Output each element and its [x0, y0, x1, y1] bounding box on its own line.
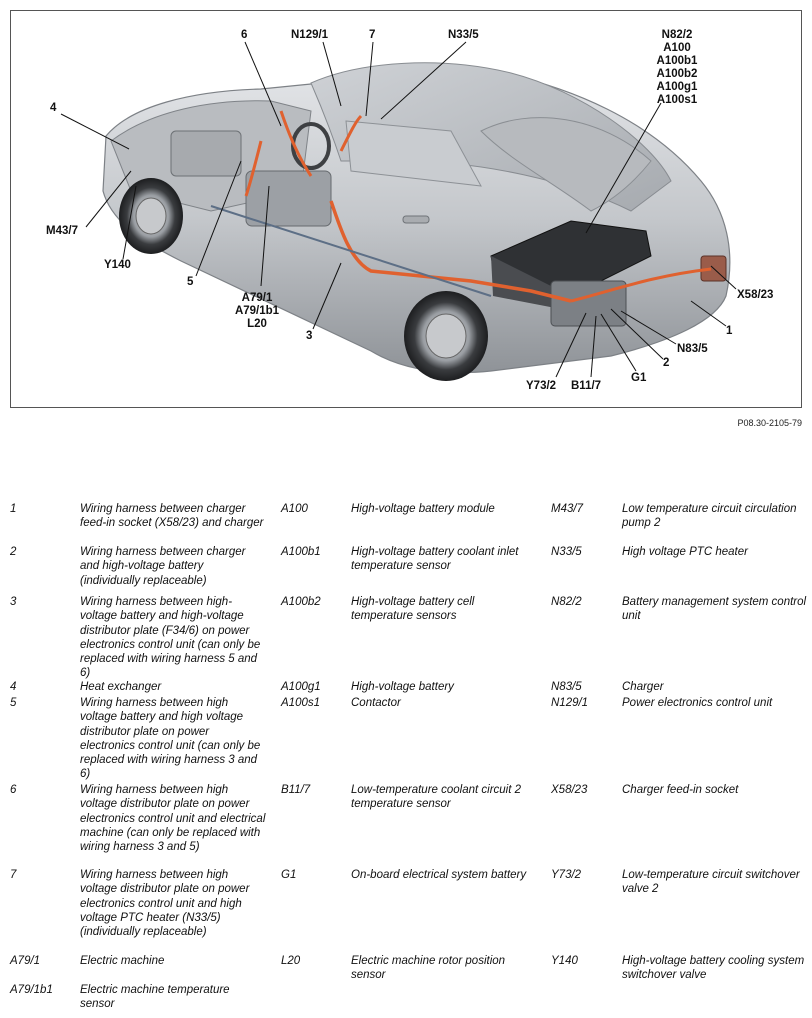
- callout-l20: L20: [247, 318, 267, 330]
- legend-code: 4: [10, 681, 17, 693]
- hv-wiring: [329, 200, 572, 303]
- legend-code: A100: [281, 503, 308, 515]
- vehicle-diagram: 6 N129/1 7 N33/5 N82/2 A100 A100b1 A100b…: [10, 10, 802, 408]
- legend-code: 5: [10, 697, 17, 709]
- callout-a100b2: A100b2: [656, 68, 698, 80]
- legend-desc: Low-temperature coolant circuit 2 temper…: [351, 784, 522, 811]
- leader-lines: [60, 41, 737, 378]
- legend-desc: High-voltage battery module: [351, 503, 495, 515]
- callout-3: 3: [306, 330, 313, 342]
- figure-reference: P08.30-2105-79: [737, 418, 802, 428]
- legend-desc: Wiring harness between high-voltage batt…: [80, 596, 261, 680]
- callout-b11-7: B11/7: [571, 380, 602, 392]
- legend-desc: Wiring harness between charger and high-…: [80, 546, 246, 587]
- callout-m43-7: M43/7: [46, 225, 78, 237]
- legend-desc: High-voltage battery cooling system swit…: [622, 955, 805, 982]
- legend-code: 2: [10, 546, 17, 558]
- callout-7: 7: [369, 29, 376, 41]
- callout-a100g1: A100g1: [656, 81, 698, 93]
- callout-a100b1: A100b1: [656, 55, 698, 67]
- legend-code: G1: [281, 869, 297, 881]
- legend-desc: Low temperature circuit circulation pump…: [622, 503, 797, 530]
- legend-desc: On-board electrical system battery: [351, 869, 527, 881]
- legend-desc: Electric machine rotor position sensor: [351, 955, 506, 982]
- legend-code: 1: [10, 503, 17, 515]
- legend-desc: Charger: [622, 681, 664, 693]
- legend-code: N82/2: [551, 596, 582, 608]
- callout-n82-2-group: N82/2 A100 A100b1 A100b2 A100g1 A100s1: [649, 29, 705, 107]
- callout-4: 4: [50, 102, 57, 114]
- legend-code: X58/23: [551, 784, 588, 796]
- legend-desc: Heat exchanger: [80, 681, 162, 693]
- legend-desc: Low-temperature circuit switchover valve…: [622, 869, 800, 896]
- legend-desc: Battery management system control unit: [622, 596, 807, 623]
- legend-code: 6: [10, 784, 17, 796]
- legend-desc: Wiring harness between high voltage batt…: [80, 697, 261, 781]
- legend-desc: Contactor: [351, 697, 401, 709]
- callout-a79-1b1: A79/1b1: [234, 305, 280, 317]
- side-windows: [345, 120, 482, 187]
- legend-desc: Electric machine temperature sensor: [80, 984, 230, 1011]
- car-illustration: [60, 41, 737, 381]
- rear-window: [480, 117, 652, 212]
- legend-code: N33/5: [551, 546, 582, 558]
- callout-n82-2: N82/2: [661, 29, 693, 41]
- legend-desc: Wiring harness between high voltage dist…: [80, 784, 266, 854]
- legend-desc: Charger feed-in socket: [622, 784, 739, 796]
- legend-code: A100s1: [281, 697, 321, 709]
- callout-n33-5: N33/5: [448, 29, 479, 41]
- callout-a79-1: A79/1: [241, 292, 273, 304]
- callout-g1: G1: [631, 372, 647, 384]
- legend-code: N129/1: [551, 697, 589, 709]
- legend-code: 7: [10, 869, 17, 881]
- callout-5: 5: [187, 276, 194, 288]
- legend-desc: Wiring harness between charger feed-in s…: [80, 503, 264, 530]
- callout-n129-1: N129/1: [291, 29, 329, 41]
- legend-code: 3: [10, 596, 17, 608]
- legend-desc: High voltage PTC heater: [622, 546, 748, 558]
- legend-code: B11/7: [281, 784, 311, 796]
- legend-code: Y73/2: [551, 869, 582, 881]
- callout-y140: Y140: [104, 259, 131, 271]
- legend-desc: High-voltage battery cell temperature se…: [351, 596, 475, 623]
- legend-code: A100b2: [281, 596, 321, 608]
- legend-desc: High-voltage battery coolant inlet tempe…: [351, 546, 519, 573]
- legend-code: A79/1: [10, 955, 41, 967]
- legend-code: N83/5: [551, 681, 582, 693]
- callout-a79-group: A79/1 A79/1b1 L20: [218, 292, 296, 331]
- legend-desc: Power electronics control unit: [622, 697, 773, 709]
- legend-code: L20: [281, 955, 301, 967]
- legend-code: Y140: [551, 955, 578, 967]
- callout-n83-5: N83/5: [677, 343, 708, 355]
- callout-a100: A100: [663, 42, 691, 54]
- callout-6: 6: [241, 29, 248, 41]
- callout-x58-23: X58/23: [737, 289, 774, 301]
- callout-y73-2: Y73/2: [526, 380, 557, 392]
- callout-1: 1: [726, 325, 733, 337]
- power-electronics: [245, 170, 332, 227]
- callout-2: 2: [663, 357, 670, 369]
- legend-code: A79/1b1: [10, 984, 53, 996]
- legend-code: M43/7: [551, 503, 583, 515]
- legend-code: A100g1: [281, 681, 321, 693]
- legend-desc: Electric machine: [80, 955, 165, 967]
- legend-code: A100b1: [281, 546, 321, 558]
- callout-a100s1: A100s1: [656, 94, 698, 106]
- legend-desc: High-voltage battery: [351, 681, 454, 693]
- legend-desc: Wiring harness between high voltage dist…: [80, 869, 250, 939]
